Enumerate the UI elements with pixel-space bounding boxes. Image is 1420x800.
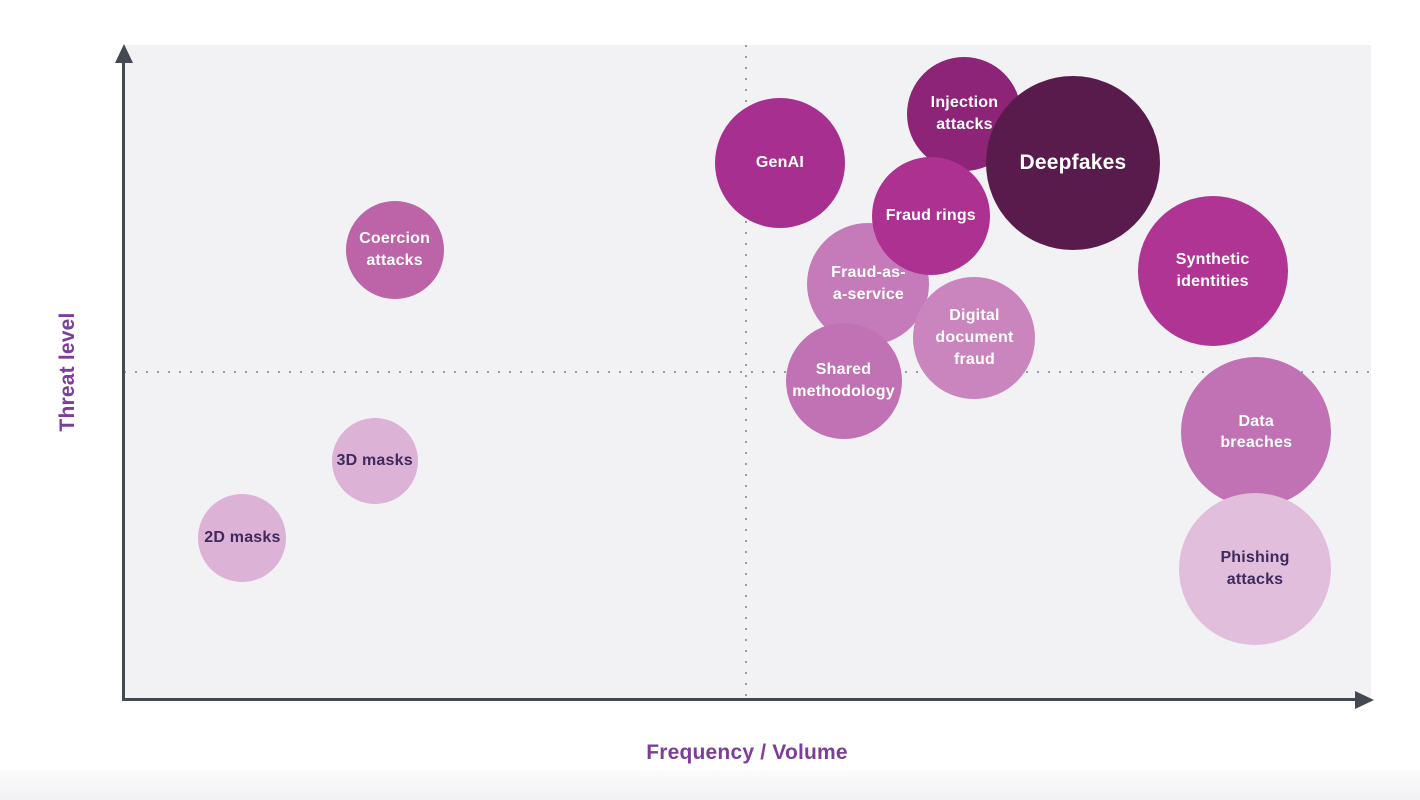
bubble-label: Injection	[930, 94, 999, 112]
y-axis-line	[122, 60, 125, 701]
bubble-3d-masks: 3D masks	[331, 417, 418, 504]
x-axis-arrow-icon	[1355, 691, 1374, 709]
bubble-label: Deepfakes	[1019, 150, 1127, 174]
quadrant-divider-vertical	[745, 45, 747, 700]
bubble-label: Phishing	[1220, 549, 1290, 567]
bubble-label: fraud	[953, 350, 995, 368]
bubble-genai: GenAI	[714, 97, 845, 228]
bubble-label: attacks	[936, 115, 993, 133]
bubble-digital-document-fraud: Digital document fraud	[913, 276, 1036, 399]
bubble-label: Synthetic	[1175, 251, 1250, 269]
bubble-label: Data	[1238, 412, 1274, 430]
bubble-label: 2D masks	[204, 529, 281, 547]
bubble-label: Fraud-as-	[831, 264, 906, 282]
bubble-label: document	[935, 328, 1014, 346]
bubble-label: identities	[1176, 272, 1249, 290]
bubble-2d-masks: 2D masks	[198, 494, 287, 583]
bubble-label: GenAI	[755, 154, 804, 172]
bubble-label: attacks	[1226, 571, 1284, 588]
x-axis-label: Frequency / Volume	[646, 741, 848, 764]
bubble-synthetic-identities: Synthetic identities	[1137, 195, 1288, 346]
bubble-phishing-attacks: Phishing attacks	[1179, 493, 1332, 645]
bubble-label: 3D masks	[336, 452, 413, 470]
x-axis-line	[124, 698, 1357, 701]
bubble-label: Coercion	[359, 230, 431, 248]
bubble-deepfakes: Deepfakes	[985, 75, 1160, 250]
bubble-coercion-attacks: Coercion attacks	[345, 201, 444, 299]
bubble-label: methodology	[792, 383, 895, 400]
bubble-label: breaches	[1220, 434, 1293, 452]
y-axis-arrow-icon	[115, 44, 133, 63]
bubble-label: Fraud rings	[885, 207, 976, 225]
quadrant-divider-horizontal	[124, 371, 1376, 373]
bubble-shared-methodology: Shared methodology	[785, 323, 902, 439]
bubble-fraud-rings: Fraud rings	[871, 156, 990, 275]
y-axis-label: Threat level	[56, 312, 79, 432]
footer-strip	[0, 771, 1420, 800]
bubble-label: attacks	[366, 252, 423, 269]
bubble-label: a-service	[832, 286, 905, 304]
bubble-data-breaches: Data breaches	[1181, 357, 1332, 508]
bubble-label: Shared	[815, 361, 872, 379]
bubble-label: Digital	[949, 307, 1000, 325]
